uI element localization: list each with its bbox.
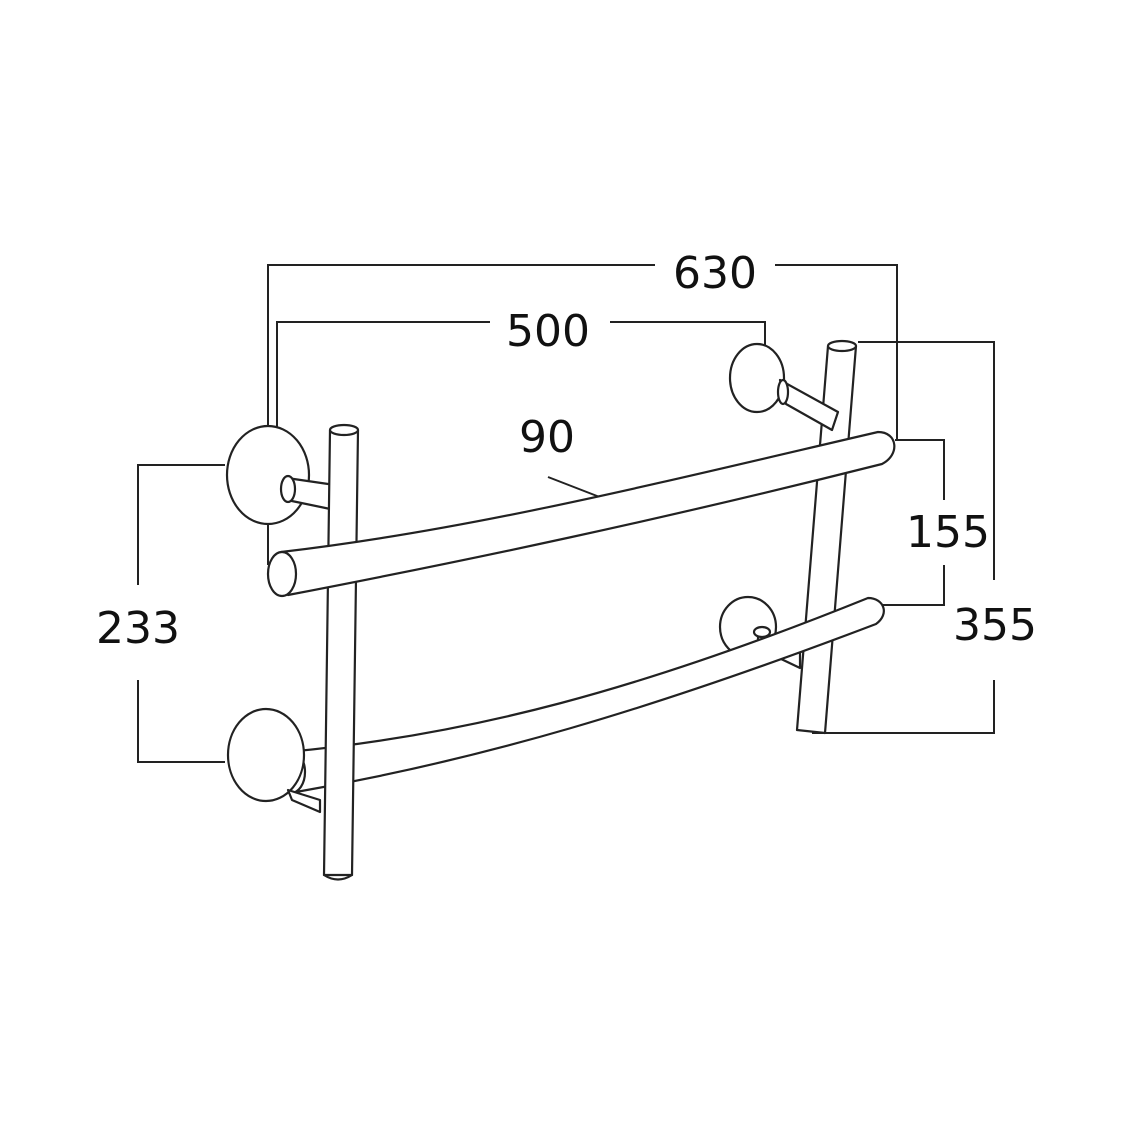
dimension-lines — [137, 264, 995, 763]
label-bracket-spacing: 500 — [506, 306, 590, 357]
front-left-upright — [322, 423, 360, 881]
dim-line-bracket-spacing — [276, 321, 766, 440]
label-bar-spacing: 155 — [906, 507, 990, 558]
dim-line-bracket-height — [137, 464, 225, 763]
dim-line-overall-height — [812, 341, 995, 734]
wall-mount-lower-left — [226, 707, 322, 814]
upper-towel-bar — [266, 430, 896, 598]
wall-mount-upper-right — [728, 342, 840, 432]
label-overall-width: 630 — [673, 248, 757, 299]
label-bracket-height: 233 — [96, 603, 180, 654]
dimension-labels: 630 500 90 155 355 233 — [96, 248, 1037, 654]
dim-line-bar-spacing — [878, 439, 945, 606]
lower-towel-bar — [275, 596, 885, 795]
label-overall-height: 355 — [953, 600, 1037, 651]
label-bar-diameter: 90 — [519, 412, 575, 463]
wall-mount-upper-left — [225, 424, 337, 526]
